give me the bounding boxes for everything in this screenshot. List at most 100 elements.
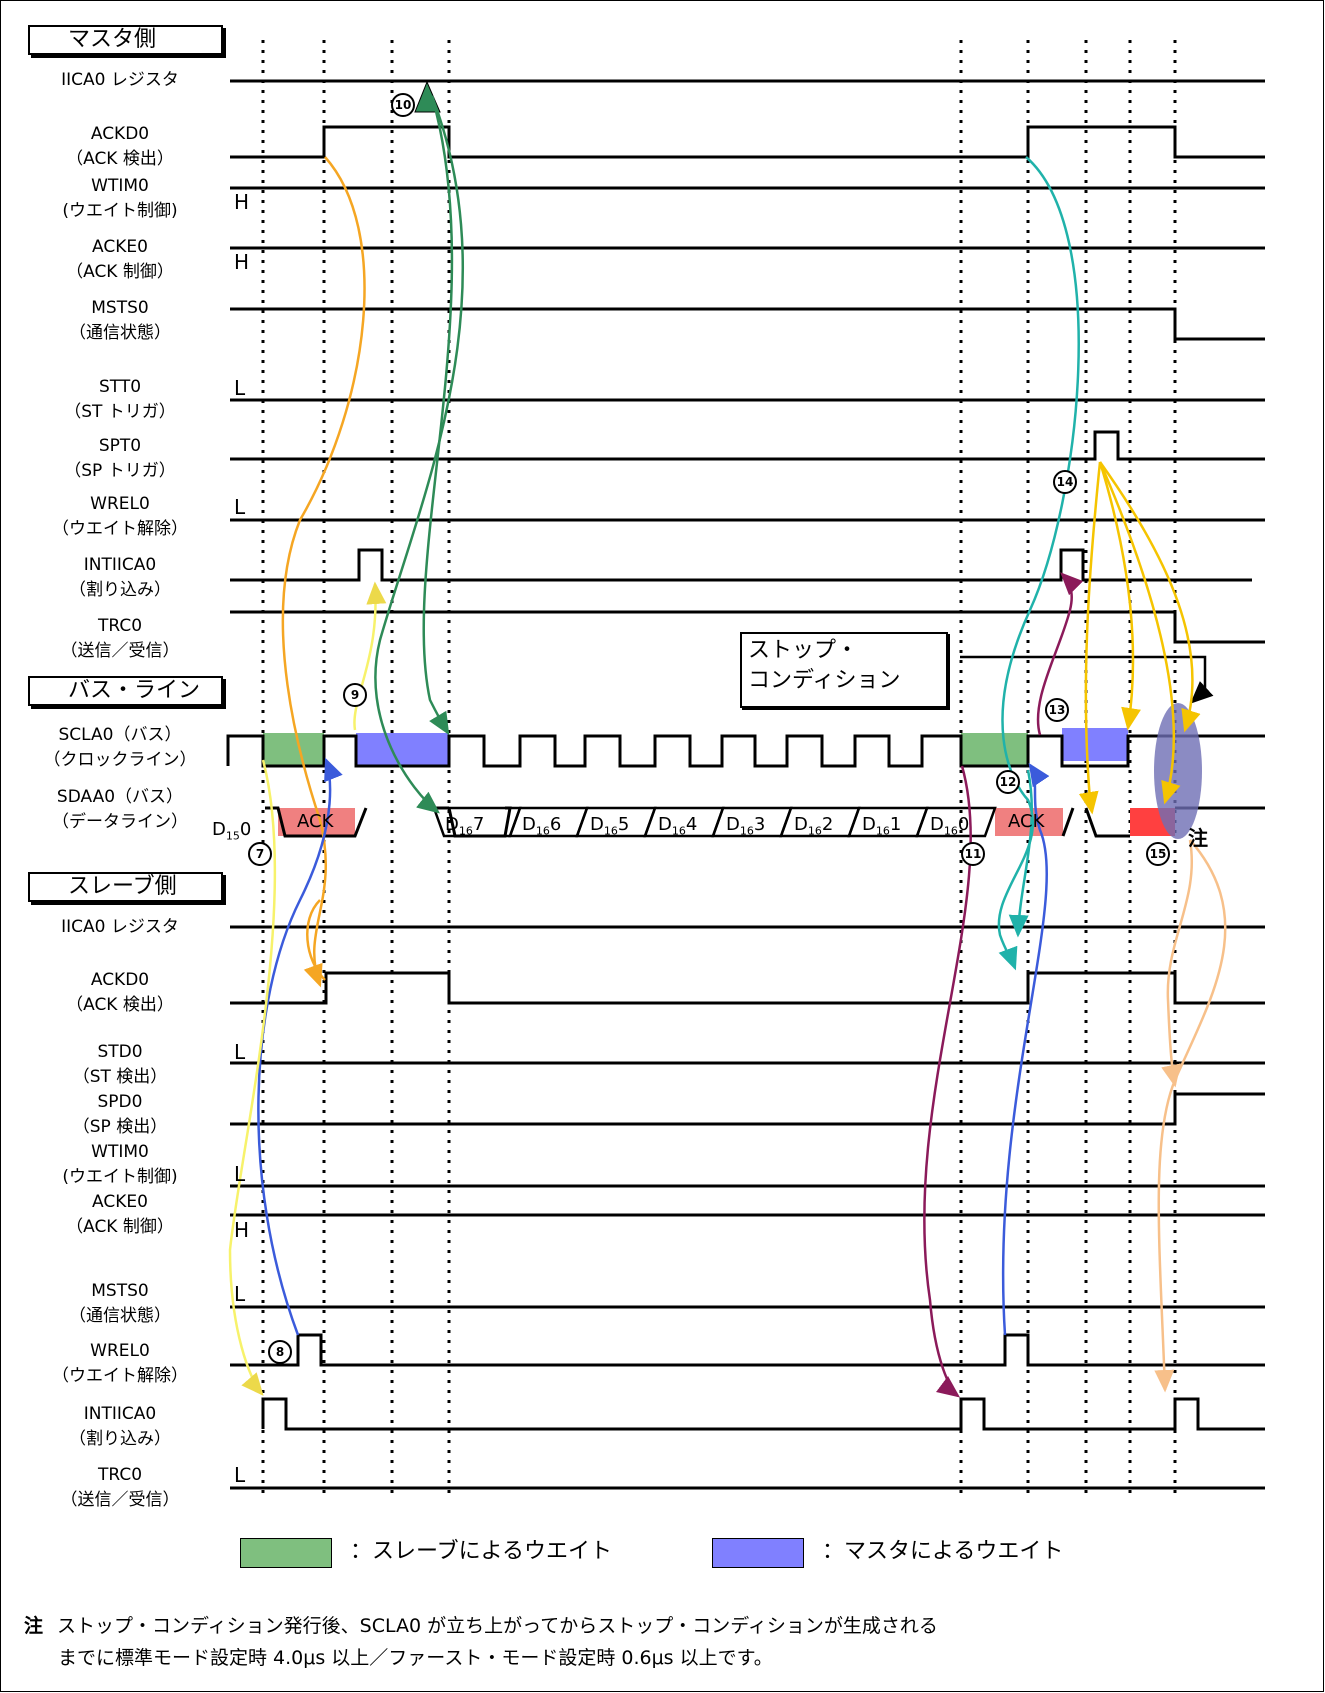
step-marker: 12 — [996, 770, 1020, 794]
waveform-sdaa0-e — [1084, 807, 1130, 838]
arrow-green — [374, 95, 465, 814]
arrow-teal — [1008, 769, 1034, 938]
signal-label: WTIM0(ウエイト制御) — [62, 176, 178, 221]
master-waveforms — [230, 79, 1265, 644]
step-marker: 13 — [1045, 698, 1069, 722]
section-bus: バス・ライン — [28, 676, 223, 706]
level-label: L — [234, 1463, 246, 1487]
signal-label: ACKD0（ACK 検出） — [66, 970, 174, 1015]
waveform-intiica0-master — [230, 548, 1252, 582]
waveform-sdaa0-a — [265, 806, 368, 838]
signal-label: WREL0（ウエイト解除） — [52, 494, 188, 539]
arrow-purple — [1036, 572, 1084, 736]
slave-wait-region — [961, 733, 1028, 766]
waveform-ackd0-slave — [230, 971, 1265, 1005]
arrow-blue — [257, 757, 343, 1336]
signal-label: SPT0（SP トリガ） — [64, 436, 176, 481]
data-bit-label: D160 — [930, 814, 970, 838]
legend-slave-wait-swatch — [240, 1538, 332, 1568]
section-master: マスタ側 — [28, 25, 223, 55]
master-wait-region — [356, 733, 449, 766]
arrow-gold — [1098, 461, 1141, 731]
level-label: H — [234, 250, 250, 274]
data-bit-label: D165 — [590, 814, 630, 838]
data-bit-label: D162 — [794, 814, 834, 838]
level-label: H — [234, 1218, 250, 1242]
arrow-gold — [1098, 461, 1181, 805]
step-marker: 14 — [1053, 470, 1077, 494]
stop-callout-connector — [960, 655, 1214, 704]
data-bit-label: D161 — [862, 814, 902, 838]
waveform-wrel0-slave — [230, 1333, 1265, 1367]
signal-label: MSTS0（通信状態） — [69, 298, 171, 343]
signal-label: INTIICA0（割り込み） — [69, 1404, 171, 1449]
footnote: 注ストップ・コンディション発行後、SCLA0 が立ち上がってからストップ・コンデ… — [24, 1610, 1304, 1674]
sequence-arrows — [228, 95, 1227, 1398]
step-marker: 8 — [268, 1340, 292, 1364]
ack-label: ACK — [1008, 811, 1045, 832]
waveform-ackd0-master — [230, 125, 1265, 159]
stop-condition-callout: ストップ・ コンディション — [740, 632, 948, 708]
arrow-blue — [1001, 762, 1050, 1336]
signal-label: SPD0（SP 検出） — [72, 1092, 168, 1137]
master-wait-region — [1062, 728, 1128, 761]
signal-label: STT0（ST トリガ） — [64, 377, 176, 422]
arrow-peach — [1161, 839, 1194, 1088]
arrow-gold — [1078, 461, 1102, 815]
signal-label: WTIM0(ウエイト制御) — [62, 1142, 178, 1187]
step-marker: 11 — [961, 842, 985, 866]
arrow-teal — [997, 156, 1080, 971]
level-label: L — [234, 1040, 246, 1064]
step-marker: 9 — [343, 683, 367, 707]
arrow-yellow — [353, 581, 387, 731]
signal-label: INTIICA0（割り込み） — [69, 555, 171, 600]
data-bit-label: D150 — [212, 819, 252, 843]
footnote-line1: ストップ・コンディション発行後、SCLA0 が立ち上がってからストップ・コンディ… — [57, 1615, 938, 1637]
level-label: L — [234, 1282, 246, 1306]
waveform-spd0-slave — [230, 1092, 1265, 1126]
level-label: H — [234, 190, 250, 214]
signal-label: WREL0（ウエイト解除） — [52, 1341, 188, 1386]
waveform-scla0 — [226, 734, 1265, 768]
data-bit-label: D166 — [522, 814, 562, 838]
waveform-intiica0-slave — [261, 1397, 1265, 1431]
legend-master-wait-label: ：マスタによるウエイト — [822, 1539, 1064, 1564]
arrow-purple — [923, 765, 972, 1398]
waveform-msts0-master — [230, 307, 1265, 341]
note-marker: 注 — [1188, 826, 1208, 850]
arrow-yellow — [228, 759, 277, 1396]
signal-label: SCLA0（バス）（クロックライン） — [43, 725, 197, 770]
signal-label: ACKE0（ACK 制御） — [66, 1192, 174, 1237]
arrow-orange — [306, 899, 326, 981]
step-marker: 15 — [1146, 842, 1170, 866]
level-label: L — [234, 495, 246, 519]
waveform-sdaa0-d — [1061, 807, 1075, 837]
level-label: L — [234, 1162, 246, 1186]
signal-label: TRC0（送信／受信） — [60, 1465, 180, 1510]
signal-label: STD0（ST 検出） — [72, 1042, 168, 1087]
waveform-trc0-master — [230, 610, 1265, 644]
stop-condition-ellipse — [1154, 703, 1202, 839]
signal-label: IICA0 レジスタ — [61, 917, 179, 937]
waveform-spt0-master — [230, 430, 1265, 461]
arrow-gold — [1098, 461, 1201, 733]
legend-slave-wait-label: ：スレーブによるウエイト — [350, 1539, 613, 1564]
step-marker: 7 — [248, 842, 272, 866]
ack-region — [995, 808, 1063, 836]
level-label: L — [234, 376, 246, 400]
signal-label: TRC0（送信／受信） — [60, 616, 180, 661]
data-bit-label: D167 — [445, 814, 485, 838]
signal-label: IICA0 レジスタ — [61, 70, 179, 90]
signal-label: ACKE0（ACK 制御） — [66, 237, 174, 282]
ack-label: ACK — [297, 811, 334, 832]
footnote-line2: までに標準モード設定時 4.0μs 以上／ファースト・モード設定時 0.6μs … — [58, 1647, 773, 1669]
section-slave: スレーブ側 — [28, 872, 223, 902]
footnote-marker: 注 — [24, 1615, 44, 1637]
timing-gridlines — [261, 40, 1177, 1500]
data-bit-label: D164 — [658, 814, 698, 838]
signal-label: MSTS0（通信状態） — [69, 1281, 171, 1326]
signal-label: ACKD0（ACK 検出） — [66, 124, 174, 169]
arrow-orange — [281, 156, 366, 988]
legend-master-wait-swatch — [712, 1538, 804, 1568]
